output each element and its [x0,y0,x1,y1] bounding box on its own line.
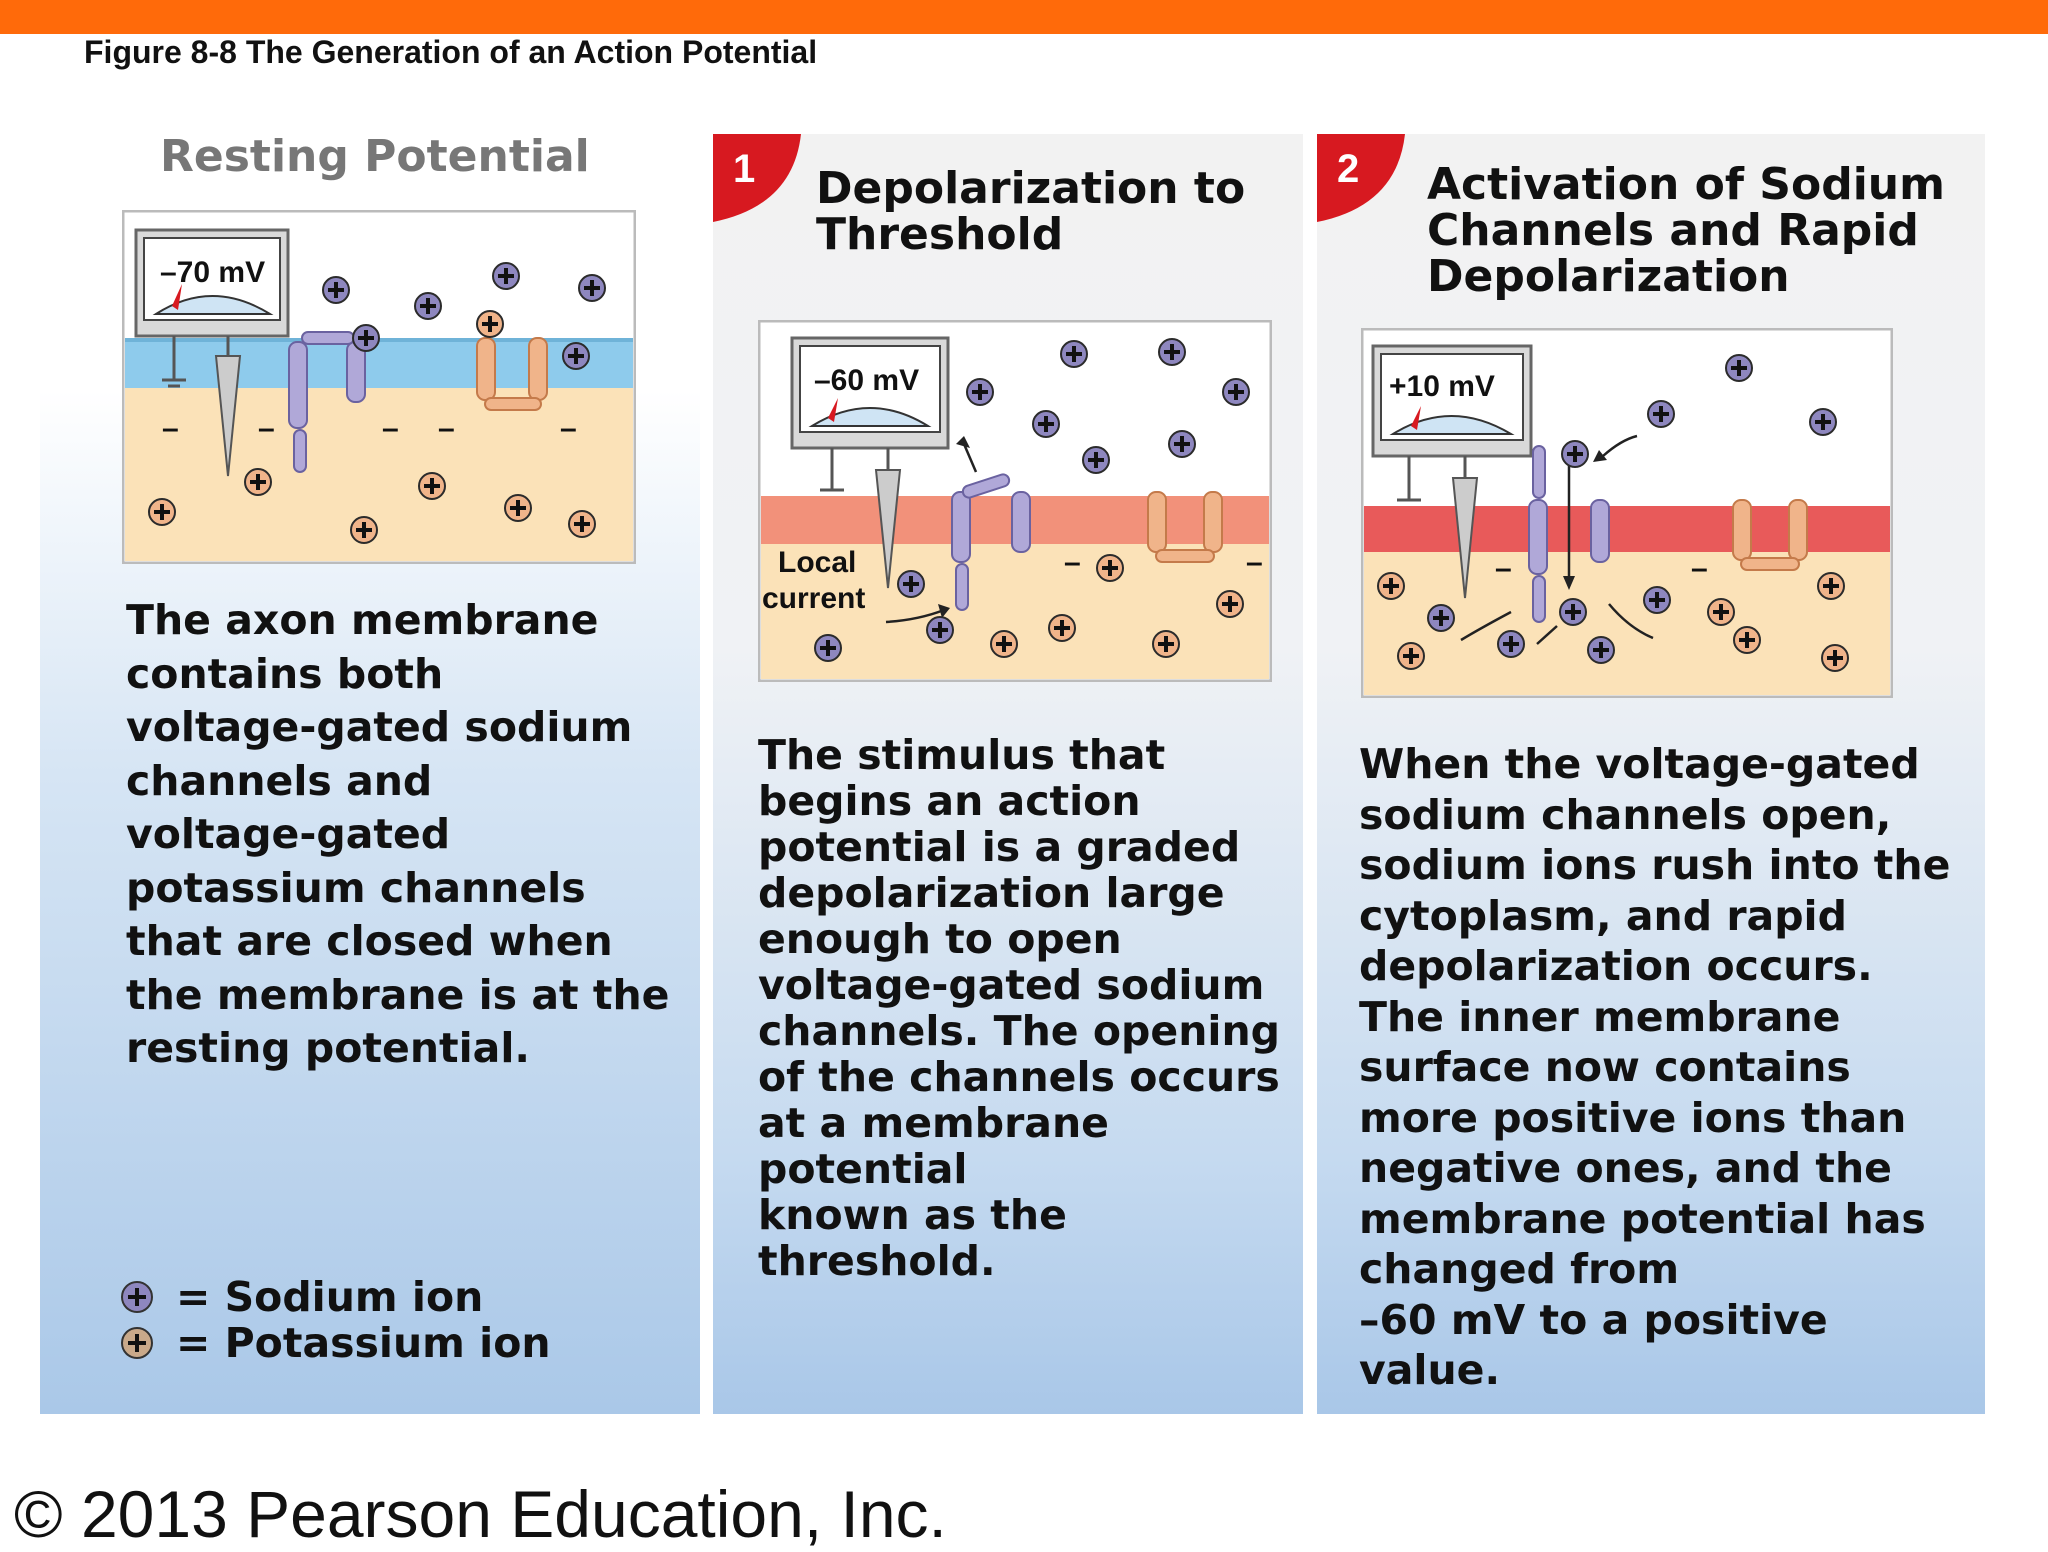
panel-description: The stimulus that begins an action poten… [758,731,1280,1285]
panel-activation-of-sodium-channels: 2 Activation of Sodium Channels and Rapi… [1317,134,1985,1414]
panel-title: Depolarization to Threshold [816,163,1246,260]
voltmeter-reading: +10 mV [1389,370,1495,403]
potassium-channel-closed [1732,499,1808,571]
potassium-channel-closed [476,337,548,411]
sodium-channel-opening [951,436,1031,611]
panel-description: When the voltage-gated sodium channels o… [1359,740,1951,1394]
copyright: © 2013 Pearson Education, Inc. [14,1477,947,1551]
ion-legend: = Sodium ion = Potassium ion [120,1273,551,1367]
potassium-channel-closed [1147,491,1223,563]
voltmeter: –60 mV [790,336,950,589]
svg-text:–: – [162,412,179,445]
sodium-channel-open [1528,434,1638,623]
potassium-ion-icon [121,1327,153,1359]
resting-membrane-diagram: –70 mV – – – – – [122,210,636,564]
negative-charges: –– [1064,546,1263,579]
voltmeter: +10 mV [1371,344,1533,599]
voltmeter-reading: –60 mV [814,364,919,397]
panel-depolarization-to-threshold: 1 Depolarization to Threshold –60 mV [713,134,1303,1414]
svg-text:2: 2 [1337,147,1359,191]
svg-text:1: 1 [733,147,755,191]
svg-text:–: – [1246,546,1263,579]
panel-title: Resting Potential [160,134,590,182]
negative-charges: –– [1495,552,1708,585]
svg-text:–: – [560,412,577,445]
svg-text:–: – [1064,546,1081,579]
voltmeter: –70 mV [134,228,290,477]
svg-text:–: – [382,412,399,445]
membrane [125,340,633,388]
negative-charges: ––– –– [162,412,577,445]
panel-resting-potential: Resting Potential –70 mV [40,134,700,1414]
cytoplasm [125,385,633,561]
sodium-ion-icon [121,1281,153,1313]
legend-potassium: = Potassium ion [120,1319,551,1367]
legend-sodium: = Sodium ion [120,1273,551,1321]
ion-flow-arrows [1460,603,1654,645]
voltmeter-reading: –70 mV [160,256,265,289]
svg-text:–: – [1495,552,1512,585]
sodium-channel-closed [288,331,366,473]
panel-title: Activation of Sodium Channels and Rapid … [1427,159,1945,302]
svg-text:–: – [258,412,275,445]
step-badge-2: 2 [1317,134,1405,222]
top-accent-bar [0,0,2048,34]
figure-caption: Figure 8-8 The Generation of an Action P… [84,34,818,70]
svg-text:–: – [438,412,455,445]
svg-text:–: – [1691,552,1708,585]
step-badge-1: 1 [713,134,801,222]
panel-description: The axon membrane contains both voltage-… [126,596,670,1072]
activation-membrane-diagram: +10 mV –– [1361,328,1893,698]
